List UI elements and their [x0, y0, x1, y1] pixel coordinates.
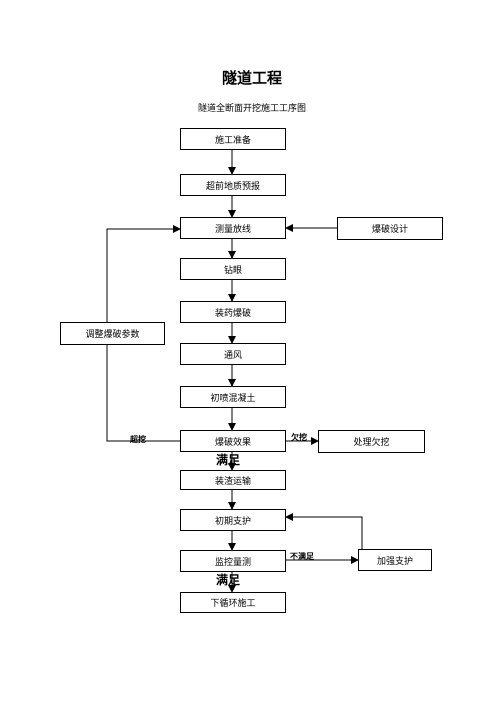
- step-ventilation: 通风: [180, 343, 286, 365]
- step-mucking-transport: 装渣运输: [180, 470, 286, 490]
- step-charging-blasting: 装药爆破: [180, 301, 286, 323]
- step-drilling: 钻眼: [180, 258, 286, 280]
- strengthen-loop: [285, 513, 363, 549]
- step-construction-prep: 施工准备: [180, 128, 286, 150]
- adjust-loop: [106, 225, 181, 322]
- step-survey-layout: 测量放线: [180, 217, 286, 239]
- handle-underbreak-box: 处理欠挖: [318, 430, 425, 453]
- step-blasting-effect: 爆破效果: [180, 430, 286, 452]
- adjust-blast-params-box: 调整爆破参数: [60, 322, 165, 345]
- diagram-subtitle: 隧道全断面开挖施工工序图: [197, 104, 306, 114]
- step-initial-shotcrete: 初喷混凝土: [180, 386, 286, 408]
- label-not-satisfied: 不满足: [290, 552, 314, 561]
- step-initial-support: 初期支护: [180, 509, 286, 531]
- label-satisfied-2: 满足: [216, 573, 241, 587]
- label-underbreak: 欠挖: [291, 433, 307, 442]
- blast-design-box: 爆破设计: [337, 217, 443, 240]
- step-monitoring-measurement: 监控量测: [180, 550, 286, 572]
- strengthen-support-box: 加强支护: [358, 549, 432, 571]
- label-satisfied-1: 满足: [216, 453, 241, 467]
- page-title: 隧道工程: [221, 69, 282, 87]
- step-advance-geological-forecast: 超前地质预报: [180, 174, 286, 196]
- label-overbreak: 超挖: [130, 435, 146, 444]
- overbreak-loop: [106, 345, 180, 442]
- step-next-cycle: 下循环施工: [180, 592, 286, 613]
